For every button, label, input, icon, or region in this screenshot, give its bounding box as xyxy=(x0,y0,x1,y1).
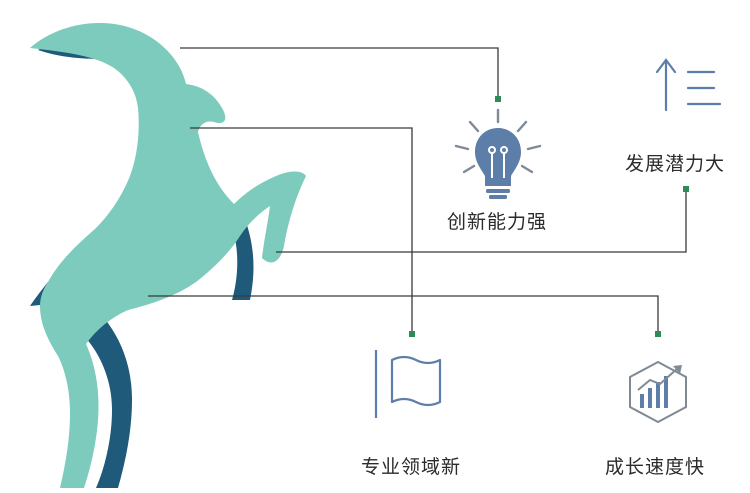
goat-illustration xyxy=(30,23,306,488)
node-specialty xyxy=(409,331,415,337)
flag-icon xyxy=(374,350,442,418)
connector-nodes xyxy=(409,96,689,337)
label-potential: 发展潜力大 xyxy=(625,153,726,175)
label-growth: 成长速度快 xyxy=(605,456,706,478)
connector-potential xyxy=(276,189,687,253)
label-innovation: 创新能力强 xyxy=(447,211,548,233)
goat-light-body xyxy=(30,23,306,488)
label-specialty: 专业领域新 xyxy=(361,456,462,478)
connector-growth xyxy=(148,295,659,333)
goat-dark-front-leg xyxy=(232,222,254,300)
node-growth xyxy=(655,331,661,337)
goat-dark-back-leg xyxy=(78,318,132,488)
bar-chart-icon xyxy=(629,360,687,424)
connector-innovation xyxy=(180,47,499,98)
connector-specialty xyxy=(190,127,413,333)
lightbulb-icon xyxy=(454,108,542,199)
growth-arrow-icon xyxy=(655,58,722,112)
connector-lines xyxy=(148,47,687,333)
node-potential xyxy=(683,186,689,192)
node-innovation xyxy=(495,96,501,102)
